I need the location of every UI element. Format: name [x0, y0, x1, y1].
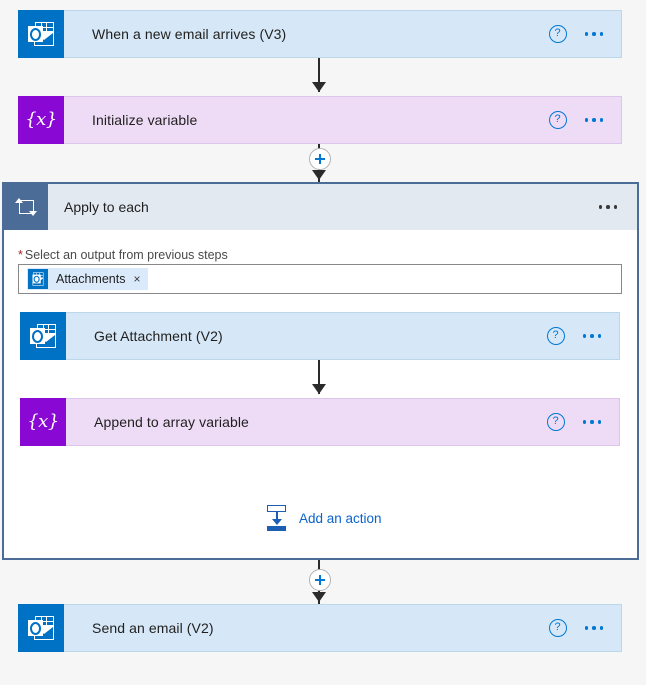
required-marker: *: [18, 248, 23, 262]
card-actions: ?: [548, 11, 622, 57]
more-commands-icon[interactable]: [598, 201, 617, 213]
connector-arrowhead: [312, 384, 326, 394]
help-icon[interactable]: ?: [548, 111, 567, 129]
flow-card-get-attachment[interactable]: Get Attachment (V2) ?: [20, 312, 620, 360]
variable-icon: {x}: [18, 96, 64, 144]
variable-icon: {x}: [20, 398, 66, 446]
variable-glyph: {x}: [27, 411, 59, 432]
add-an-action-label: Add an action: [299, 510, 382, 526]
help-icon[interactable]: ?: [548, 619, 567, 637]
flow-card-append-to-array-variable[interactable]: {x} Append to array variable ?: [20, 398, 620, 446]
card-title: Get Attachment (V2): [94, 328, 223, 344]
connector-arrowhead: [312, 170, 326, 180]
outlook-icon: [18, 604, 64, 652]
insert-step-button[interactable]: [309, 148, 331, 170]
remove-token-icon[interactable]: ×: [133, 272, 141, 286]
add-an-action-button[interactable]: Add an action: [265, 505, 382, 531]
card-title: Initialize variable: [92, 112, 198, 128]
flow-card-initialize-variable[interactable]: {x} Initialize variable ?: [18, 96, 622, 144]
help-icon[interactable]: ?: [548, 25, 567, 43]
token-label: Attachments: [56, 272, 126, 286]
field-label: *Select an output from previous steps: [18, 248, 228, 262]
scope-actions: [598, 184, 638, 230]
card-actions: ?: [548, 605, 622, 651]
help-icon[interactable]: ?: [546, 327, 565, 345]
connector-line: [318, 360, 320, 394]
select-output-input[interactable]: Attachments ×: [18, 264, 622, 294]
more-commands-icon[interactable]: [584, 114, 603, 126]
loop-icon: [4, 184, 48, 230]
connector-arrowhead: [312, 82, 326, 92]
insert-step-button[interactable]: [309, 569, 331, 591]
more-commands-icon[interactable]: [584, 622, 603, 634]
more-commands-icon[interactable]: [582, 330, 601, 342]
more-commands-icon[interactable]: [584, 28, 603, 40]
insert-action-icon: [265, 505, 289, 531]
field-label-text: Select an output from previous steps: [24, 248, 228, 262]
variable-glyph: {x}: [25, 109, 57, 130]
outlook-icon: [20, 312, 66, 360]
token-attachments[interactable]: Attachments ×: [27, 268, 148, 290]
card-title: Send an email (V2): [92, 620, 214, 636]
card-title: When a new email arrives (V3): [92, 26, 287, 42]
help-icon[interactable]: ?: [546, 413, 565, 431]
flow-card-when-a-new-email-arrives[interactable]: When a new email arrives (V3) ?: [18, 10, 622, 58]
scope-header[interactable]: Apply to each: [4, 184, 637, 230]
connector-arrowhead: [312, 592, 326, 602]
outlook-icon: [28, 269, 48, 289]
card-actions: ?: [546, 399, 620, 445]
card-actions: ?: [546, 313, 620, 359]
card-actions: ?: [548, 97, 622, 143]
outlook-icon: [18, 10, 64, 58]
card-title: Append to array variable: [94, 414, 249, 430]
more-commands-icon[interactable]: [582, 416, 601, 428]
connector-line: [318, 58, 320, 92]
flow-card-send-an-email[interactable]: Send an email (V2) ?: [18, 604, 622, 652]
flow-scope-apply-to-each[interactable]: Apply to each: [2, 182, 639, 560]
scope-title: Apply to each: [64, 199, 149, 215]
